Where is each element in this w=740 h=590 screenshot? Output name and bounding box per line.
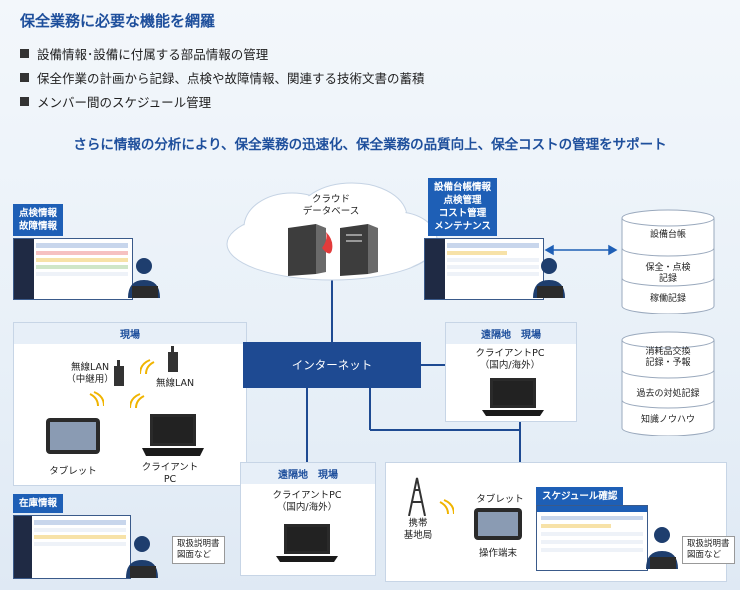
base-station-label: 携帯 基地局 <box>403 518 433 541</box>
tablet-icon <box>46 418 100 454</box>
site-panel: 現場 <box>13 322 247 486</box>
tag-inspection-line2: 故障情報 <box>19 221 58 232</box>
remote-site-title: 遠隔地 現場 <box>241 463 375 484</box>
terminal-label: 操作端末 <box>478 548 517 559</box>
tag-inspection-line1: 点検情報 <box>19 208 58 219</box>
laptop-icon <box>482 378 544 416</box>
cell-tower-icon <box>408 477 426 516</box>
wifi-signal-icon <box>140 359 155 374</box>
wifi-signal-icon <box>439 499 454 514</box>
bullet-text: 設備情報･設備に付属する部品情報の管理 <box>37 47 269 62</box>
db-item: 保全・点検 記録 <box>645 263 691 284</box>
internet-bar: インターネット <box>243 342 421 388</box>
doc-note: 取扱説明書 図面など <box>682 536 735 564</box>
tag-schedule: スケジュール確認 <box>536 487 624 506</box>
software-screenshot <box>424 238 544 300</box>
tablet-icon <box>474 508 522 540</box>
wireless-relay-label: 無線LAN （中継用） <box>66 362 114 385</box>
db-item: 設備台帳 <box>649 230 686 240</box>
software-screenshot <box>13 515 131 579</box>
square-bullet-icon <box>20 97 29 106</box>
client-pc-label: クライアントPC （国内/海外） <box>272 490 342 513</box>
tablet-label: タブレット <box>476 494 524 505</box>
wifi-signal-icon <box>130 393 145 408</box>
laptop-icon <box>276 524 338 562</box>
bullet-item: メンバー間のスケジュール管理 <box>20 92 211 111</box>
client-pc-label: クライアント PC <box>141 462 199 485</box>
wireless-router-icon <box>168 346 178 372</box>
person-at-laptop-icon <box>533 258 565 298</box>
wireless-router-icon <box>114 360 124 386</box>
page-title: 保全業務に必要な機能を網羅 <box>20 12 216 30</box>
cloud-label: クラウド データベース <box>296 194 366 218</box>
bullet-item: 設備情報･設備に付属する部品情報の管理 <box>20 44 268 63</box>
laptop-icon <box>142 414 204 456</box>
cloud-label-line2: データベース <box>302 206 360 217</box>
tag-equipment-line1: 設備台帳情報 <box>434 182 492 193</box>
software-screenshot <box>536 505 648 571</box>
database-stack-icon <box>621 331 715 436</box>
tag-equipment-line2: 点検管理 <box>443 195 482 206</box>
client-pc-label: クライアントPC （国内/海外） <box>475 348 545 371</box>
db-item: 消耗品交換 記録・予報 <box>645 347 691 368</box>
db-item: 過去の対処記録 <box>636 389 700 399</box>
subheading: さらに情報の分析により、保全業務の迅速化、保全業務の品質向上、保全コストの管理を… <box>73 137 667 153</box>
db-item: 稼働記録 <box>649 294 686 304</box>
server-icon <box>288 224 378 276</box>
square-bullet-icon <box>20 73 29 82</box>
wireless-label: 無線LAN <box>155 378 195 389</box>
tag-equipment: 設備台帳情報 点検管理 コスト管理 メンテナンス <box>428 178 498 236</box>
tag-inspection: 点検情報 故障情報 <box>13 204 64 236</box>
tag-equipment-line3: コスト管理 <box>438 208 487 219</box>
person-at-laptop-icon <box>646 527 678 569</box>
person-at-laptop-icon <box>128 258 160 298</box>
software-screenshot <box>13 238 133 300</box>
tag-inventory: 在庫情報 <box>13 494 64 513</box>
bullet-item: 保全作業の計画から記録、点検や故障情報、関連する技術文書の蓄積 <box>20 68 425 87</box>
square-bullet-icon <box>20 49 29 58</box>
bullet-text: 保全作業の計画から記録、点検や故障情報、関連する技術文書の蓄積 <box>37 71 425 86</box>
wifi-signal-icon <box>89 391 104 406</box>
tablet-label: タブレット <box>49 466 97 477</box>
site-title: 現場 <box>14 323 246 344</box>
database-stack-icon <box>621 209 715 314</box>
db-item: 知識ノウハウ <box>640 415 695 425</box>
person-at-laptop-icon <box>126 536 158 578</box>
bullet-text: メンバー間のスケジュール管理 <box>37 95 212 110</box>
cloud-label-line1: クラウド <box>311 194 350 205</box>
remote-site-title: 遠隔地 現場 <box>446 323 576 344</box>
doc-note: 取扱説明書 図面など <box>172 536 225 564</box>
tag-equipment-line4: メンテナンス <box>434 221 491 232</box>
